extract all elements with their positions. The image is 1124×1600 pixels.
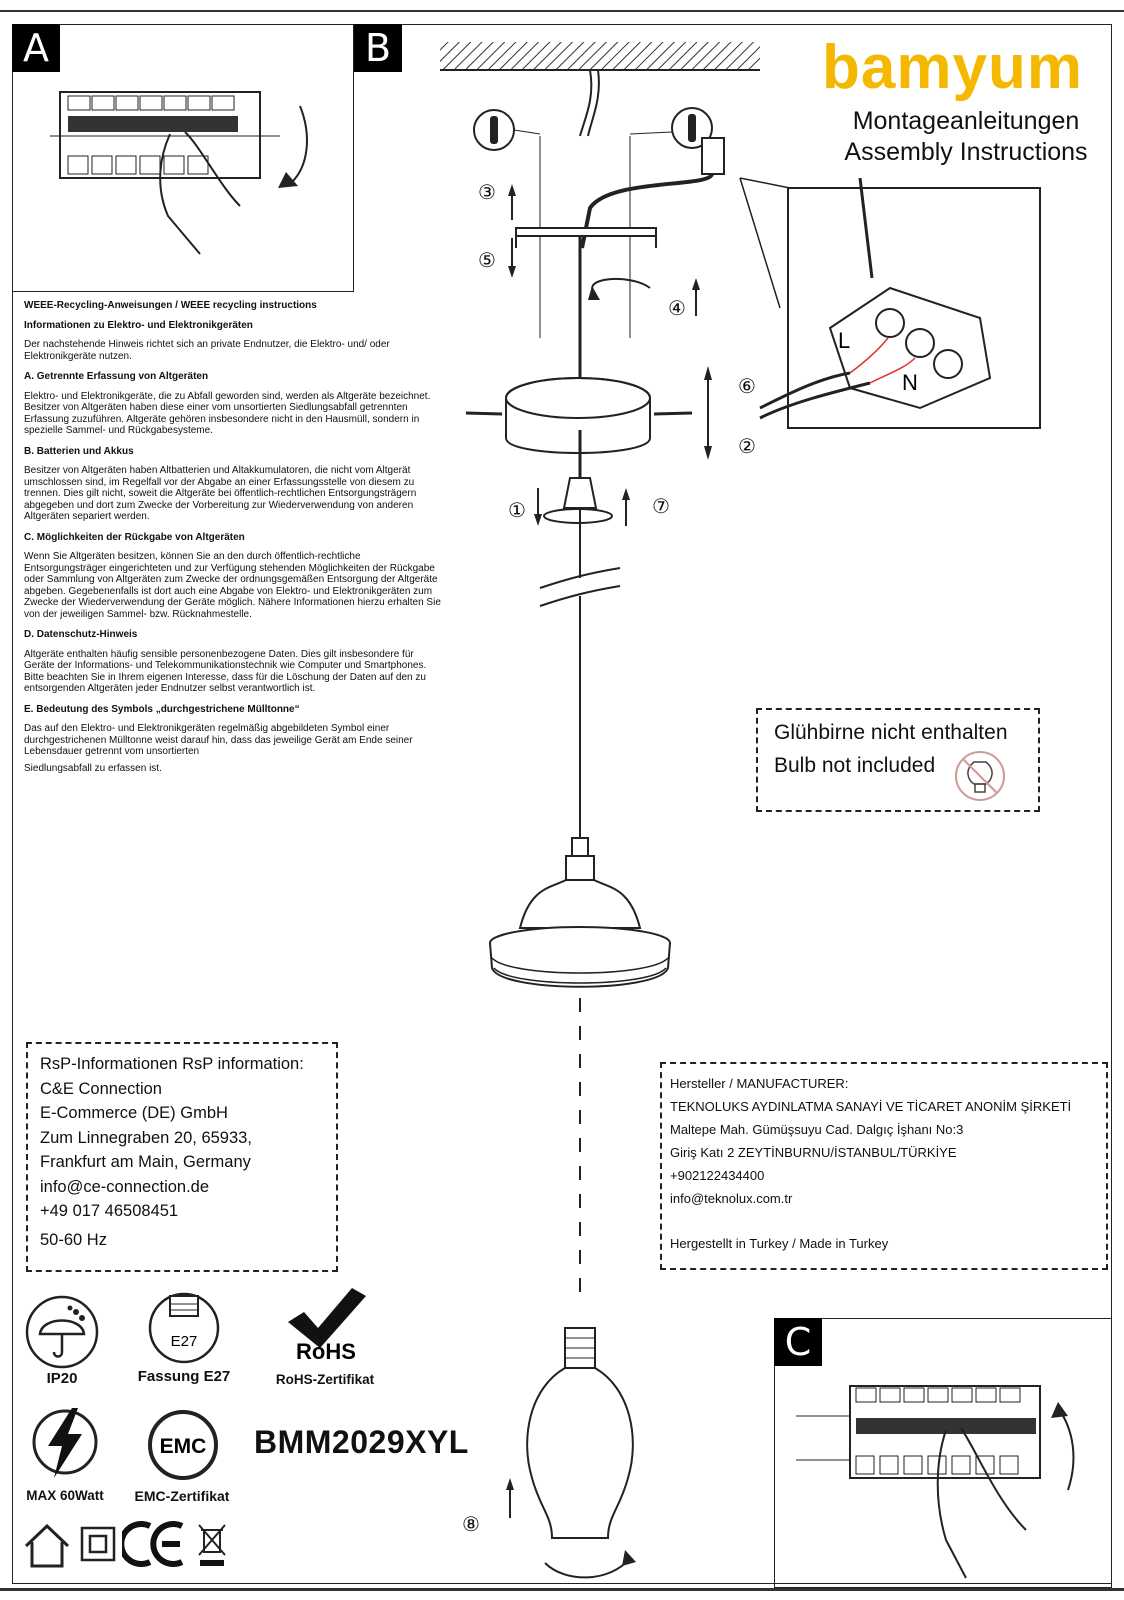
manufacturer-line: info@teknolux.com.tr [670, 1191, 793, 1206]
weee-intro: Der nachstehende Hinweis richtet sich an… [24, 339, 390, 362]
step-2: ② [738, 434, 756, 458]
step-3: ③ [478, 180, 496, 204]
manufacturer-title: Hersteller / MANUFACTURER: [670, 1076, 849, 1091]
manufacturer-made-in: Hergestellt in Turkey / Made in Turkey [670, 1236, 889, 1251]
step-7: ⑦ [652, 494, 670, 518]
step-5: ⑤ [478, 248, 496, 272]
brand-logo: bamyum [822, 33, 1083, 102]
step-1: ① [508, 498, 526, 522]
model-number: BMM2029XYL [254, 1424, 469, 1460]
manufacturer-box: Hersteller / MANUFACTURER: TEKNOLUKS AYD… [660, 1062, 1108, 1270]
bulb-note-de: Glühbirne nicht enthalten [774, 721, 1008, 744]
weee-e-text2: Siedlungsabfall zu erfassen ist. [24, 762, 162, 774]
panel-c-label: C [774, 1318, 822, 1366]
pendant-assembly-diagram [440, 42, 760, 1579]
watt-label: MAX 60Watt [26, 1488, 104, 1503]
subtitle-de: Montageanleitungen [852, 107, 1080, 135]
manufacturer-line: Giriş Katı 2 ZEYTİNBURNU/İSTANBUL/TÜRKİY… [670, 1145, 957, 1160]
rsp-info-box: RsP-Informationen RsP information: C&E C… [26, 1042, 338, 1272]
bulb-not-included-note: Glühbirne nicht enthalten Bulb not inclu… [756, 708, 1040, 812]
step-4: ④ [668, 296, 686, 320]
bottom-rule [0, 1588, 1124, 1591]
weee-b-heading: B. Batterien und Akkus [24, 445, 134, 457]
manufacturer-line: +902122434400 [670, 1168, 765, 1183]
emc-icon: EMC [148, 1410, 218, 1480]
panel-c [774, 1318, 1112, 1588]
panel-a [12, 24, 354, 292]
step-8: ⑧ [462, 1512, 480, 1536]
weee-d-text: Altgeräte enthalten häufig sensible pers… [24, 648, 427, 695]
page-frame [12, 24, 1112, 1584]
weee-a-text: Elektro- und Elektronikgeräte, die zu Ab… [24, 390, 431, 437]
page-title: Montageanleitungen Assembly Instructions [830, 106, 1102, 168]
emc-inner-text: EMC [160, 1435, 207, 1458]
panel-b-label: B [354, 24, 402, 72]
weee-instructions: WEEE-Recycling-Anweisungen / WEEE recycl… [24, 300, 444, 783]
rohs-label: RoHS-Zertifikat [275, 1372, 375, 1387]
lightning-watt-icon [32, 1408, 98, 1478]
panel-a-label: A [12, 24, 60, 72]
subtitle-en: Assembly Instructions [844, 138, 1088, 166]
weee-info-heading: Informationen zu Elektro- und Elektronik… [24, 319, 253, 331]
wire-l-label: L [838, 328, 850, 353]
rsp-line: C&E Connection [40, 1079, 162, 1098]
step-6: ⑥ [738, 374, 756, 398]
rohs-logo-text: RoHS [296, 1339, 356, 1362]
weee-title: WEEE-Recycling-Anweisungen / WEEE recycl… [24, 300, 317, 311]
weee-b-text: Besitzer von Altgeräten haben Altbatteri… [24, 465, 417, 522]
indoor-use-house-icon [24, 1523, 70, 1568]
weee-d-heading: D. Datenschutz-Hinweis [24, 629, 138, 640]
e27-inner-text: E27 [171, 1333, 198, 1350]
breaker-off-illustration [50, 91, 308, 255]
breaker-on-illustration [796, 1385, 1075, 1579]
weee-c-heading: C. Möglichkeiten der Rückgabe von Altger… [24, 531, 245, 543]
ce-mark-icon [122, 1521, 184, 1567]
rsp-line: +49 017 46508451 [40, 1202, 179, 1220]
weee-c-text: Wenn Sie Altgeräten besitzen, können Sie… [24, 551, 441, 620]
rsp-line: Zum Linnegraben 20, 65933, [40, 1128, 252, 1147]
e27-label: Fassung E27 [137, 1368, 231, 1385]
weee-e-heading: E. Bedeutung des Symbols „durchgestriche… [24, 703, 300, 715]
rsp-line: E-Commerce (DE) GmbH [40, 1104, 228, 1122]
ip20-label: IP20 [46, 1370, 78, 1387]
rsp-line: 50-60 Hz [40, 1230, 107, 1249]
bulb-note-en: Bulb not included [774, 754, 936, 777]
rsp-title: RsP-Informationen RsP information: [40, 1055, 304, 1073]
ip20-umbrella-icon [25, 1295, 99, 1369]
manufacturer-line: TEKNOLUKS AYDINLATMA SANAYİ VE TİCARET A… [670, 1099, 1072, 1114]
rsp-line: Frankfurt am Main, Germany [40, 1153, 251, 1171]
wire-n-label: N [902, 370, 918, 395]
manufacturer-line: Maltepe Mah. Gümüşsuyu Cad. Dalgıç İşhan… [670, 1122, 964, 1137]
wiring-detail: L N [739, 177, 1041, 429]
crossed-bin-icon [198, 1524, 226, 1566]
class-ii-double-square-icon [80, 1526, 116, 1562]
rsp-line: info@ce-connection.de [40, 1177, 210, 1196]
rohs-check-icon: RoHS [288, 1288, 366, 1362]
weee-e-text: Das auf den Elektro- und Elektronikgerät… [24, 723, 413, 757]
no-bulb-icon [955, 751, 1005, 801]
top-rule [0, 10, 1124, 12]
weee-a-heading: A. Getrennte Erfassung von Altgeräten [24, 371, 209, 382]
emc-label: EMC-Zertifikat [134, 1488, 230, 1504]
e27-socket-icon: E27 [148, 1292, 220, 1364]
